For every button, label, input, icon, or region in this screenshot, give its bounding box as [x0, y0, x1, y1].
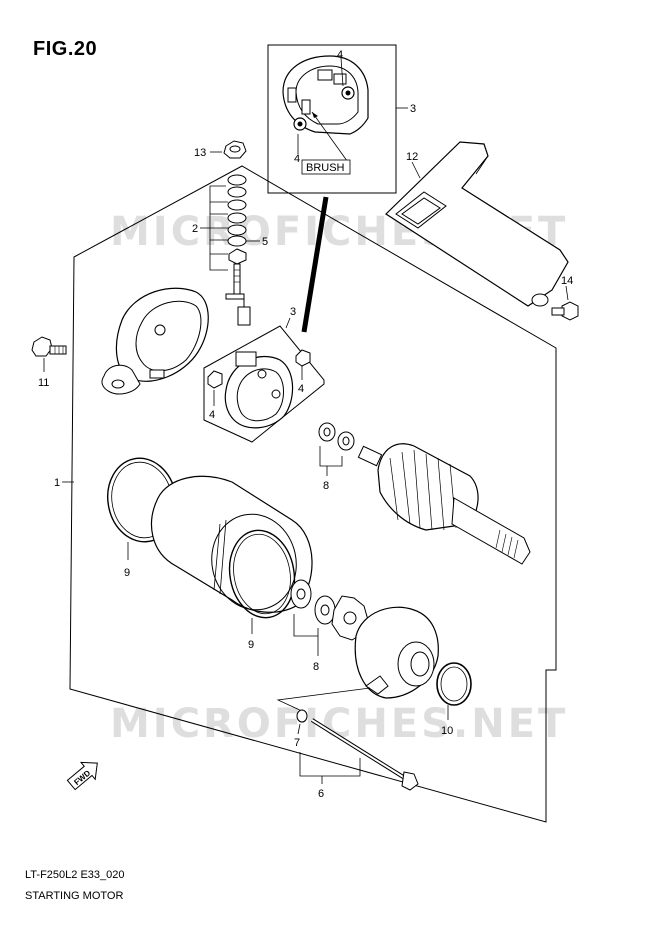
- inset-leader: [301, 196, 329, 333]
- rear-end-cover: [101, 287, 209, 395]
- callout-3-inset: 3: [410, 103, 416, 115]
- callout-2: 2: [192, 223, 198, 235]
- part-11-bolt: 11: [31, 336, 67, 389]
- terminal-stack: 2 5: [192, 174, 268, 326]
- callout-4-inset-top: 4: [337, 49, 343, 61]
- callout-9-lower: 9: [248, 639, 254, 651]
- callout-6: 6: [318, 788, 324, 800]
- front-bracket: [354, 606, 439, 699]
- callout-11: 11: [38, 377, 49, 389]
- callout-4-plate-left: 4: [209, 409, 215, 421]
- watermark-bottom: MICROFICHES.NET: [110, 701, 568, 747]
- callout-1-group: 1: [54, 477, 74, 489]
- brush-label: BRUSH: [306, 162, 345, 174]
- figure-title: FIG.20: [33, 38, 98, 60]
- part-9-ring-lower: 9: [228, 529, 296, 651]
- part-8-washers-upper: 8: [318, 422, 355, 492]
- part-3-brush-plate: 3 4 4: [203, 306, 325, 443]
- assembly-outline: [69, 165, 557, 823]
- callout-12: 13: [194, 147, 206, 159]
- front-arrow-icon: FWD: [66, 761, 98, 791]
- callout-3-plate: 3: [290, 306, 296, 318]
- callout-10: 10: [441, 725, 453, 737]
- part-12-nut: 13: [194, 140, 247, 159]
- leader-bottom-assembly: [276, 687, 371, 713]
- callout-1: 1: [54, 477, 60, 489]
- part-14-bolt: 14: [551, 275, 579, 321]
- callout-8-upper: 8: [323, 480, 329, 492]
- part-7-washer: 7: [294, 709, 308, 749]
- callout-5: 5: [262, 236, 268, 248]
- part-8-washers-lower: 8: [290, 579, 336, 673]
- yoke-body: [151, 475, 313, 613]
- callout-9-upper: 9: [124, 567, 130, 579]
- callout-4-plate-right: 4: [298, 383, 304, 395]
- callout-13: 12: [406, 151, 418, 163]
- brush-inset: BRUSH 4 4 3: [267, 44, 416, 194]
- callout-7: 7: [294, 737, 300, 749]
- callout-8-lower: 8: [313, 661, 319, 673]
- figure-code: LT-F250L2 E33_020: [25, 869, 125, 881]
- part-6-bolts: 6: [299, 718, 419, 800]
- figure-name: STARTING MOTOR: [25, 890, 124, 902]
- callout-14: 14: [561, 275, 573, 287]
- armature: [357, 443, 531, 565]
- part-10-oring: 10: [436, 662, 472, 737]
- callout-4-inset-bottom: 4: [294, 153, 300, 165]
- part-13-cover: 12: [385, 141, 569, 307]
